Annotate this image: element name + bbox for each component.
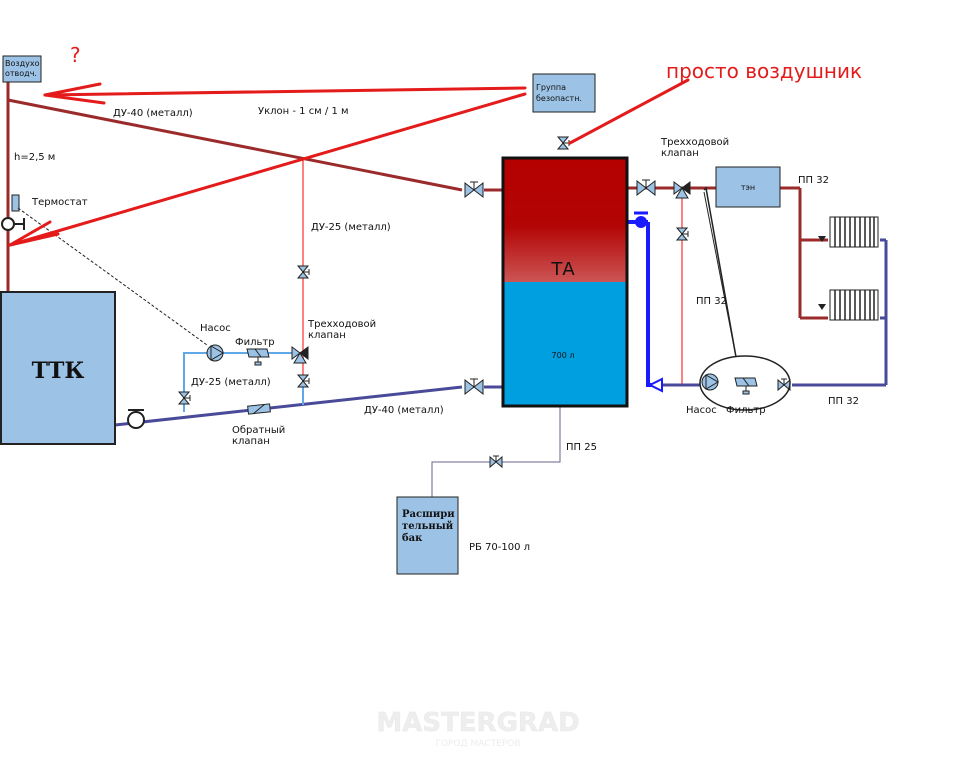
question-mark: ? bbox=[70, 43, 81, 67]
pump-right-icon bbox=[701, 373, 719, 391]
label-du40-top: ДУ-40 (металл) bbox=[113, 108, 193, 119]
expansion-pipes bbox=[431, 406, 561, 497]
pump-left-icon bbox=[206, 344, 224, 362]
radiator-lower bbox=[818, 289, 879, 321]
filter-left-icon bbox=[246, 348, 270, 366]
three-way-valve-right bbox=[673, 181, 691, 199]
valve-supply-ta bbox=[464, 181, 484, 198]
hot-outlet-tap-icon bbox=[634, 211, 648, 228]
check-valve-icon bbox=[247, 403, 271, 415]
valve-safety-group bbox=[557, 136, 570, 150]
watermark-tagline: ГОРОД МАСТЕРОВ bbox=[435, 739, 520, 749]
label-du40-bottom: ДУ-40 (металл) bbox=[364, 405, 444, 416]
label-du25-bypass: ДУ-25 (металл) bbox=[191, 377, 271, 388]
three-way-valve-left bbox=[291, 346, 309, 364]
ten-pointer-line-2 bbox=[703, 191, 737, 358]
label-pump-left: Насос bbox=[200, 323, 231, 334]
ten-heater-box: тэн bbox=[715, 166, 781, 208]
valve-right-branch bbox=[676, 227, 689, 241]
radiator-upper bbox=[818, 216, 879, 248]
label-slope: Уклон - 1 см / 1 м bbox=[258, 106, 349, 117]
label-pump-right: Насос bbox=[686, 405, 717, 416]
valve-expansion bbox=[489, 455, 503, 468]
label-thermostat: Термостат bbox=[31, 197, 88, 208]
thermostat-signal-line bbox=[17, 207, 208, 346]
label-pp25: ПП 25 bbox=[566, 442, 597, 453]
thermostat-icon bbox=[11, 194, 20, 212]
watermark: MASTERGRAD ГОРОД МАСТЕРОВ bbox=[376, 708, 580, 749]
valve-du25-vertical bbox=[297, 265, 310, 279]
just-air-vent-annotation: просто воздушник bbox=[666, 59, 862, 83]
ttk-supply-valve-icon bbox=[1, 217, 25, 231]
valve-return-ta bbox=[464, 378, 484, 395]
valve-bypass bbox=[178, 391, 191, 405]
valve-supply-out bbox=[636, 179, 656, 196]
filter-right-icon bbox=[734, 377, 758, 395]
ten-label: тэн bbox=[741, 183, 755, 192]
label-du25-vertical: ДУ-25 (металл) bbox=[311, 222, 391, 233]
ta-volume-label: 700 л bbox=[552, 351, 575, 360]
ta-tank: ТА 700 л bbox=[501, 156, 629, 408]
label-filter-right: Фильтр bbox=[726, 405, 766, 416]
return-pipes bbox=[114, 238, 888, 427]
pump-group-highlight bbox=[699, 355, 791, 411]
ta-label: ТА bbox=[550, 259, 575, 280]
label-rb: РБ 70-100 л bbox=[469, 542, 530, 553]
watermark-brand: MASTERGRAD bbox=[376, 708, 579, 738]
label-pp32-top: ПП 32 bbox=[798, 175, 829, 186]
label-pp32-bottom: ПП 32 bbox=[828, 396, 859, 407]
valve-bypass-lower bbox=[297, 374, 310, 388]
label-pp32-mid: ПП 32 bbox=[696, 296, 727, 307]
annotation-arrows bbox=[8, 78, 690, 247]
ttk-label: ТТК bbox=[32, 358, 85, 384]
label-filter-left: Фильтр bbox=[235, 337, 275, 348]
valve-right-return bbox=[777, 378, 791, 391]
ttk-return-pump-icon bbox=[127, 409, 145, 429]
label-height: h=2,5 м bbox=[14, 152, 55, 163]
hot-outlet-pipe bbox=[628, 220, 660, 387]
ten-pointer-line bbox=[703, 186, 737, 358]
ttk-boiler-box: ТТК bbox=[0, 291, 116, 445]
flow-arrow-icon bbox=[647, 377, 663, 393]
